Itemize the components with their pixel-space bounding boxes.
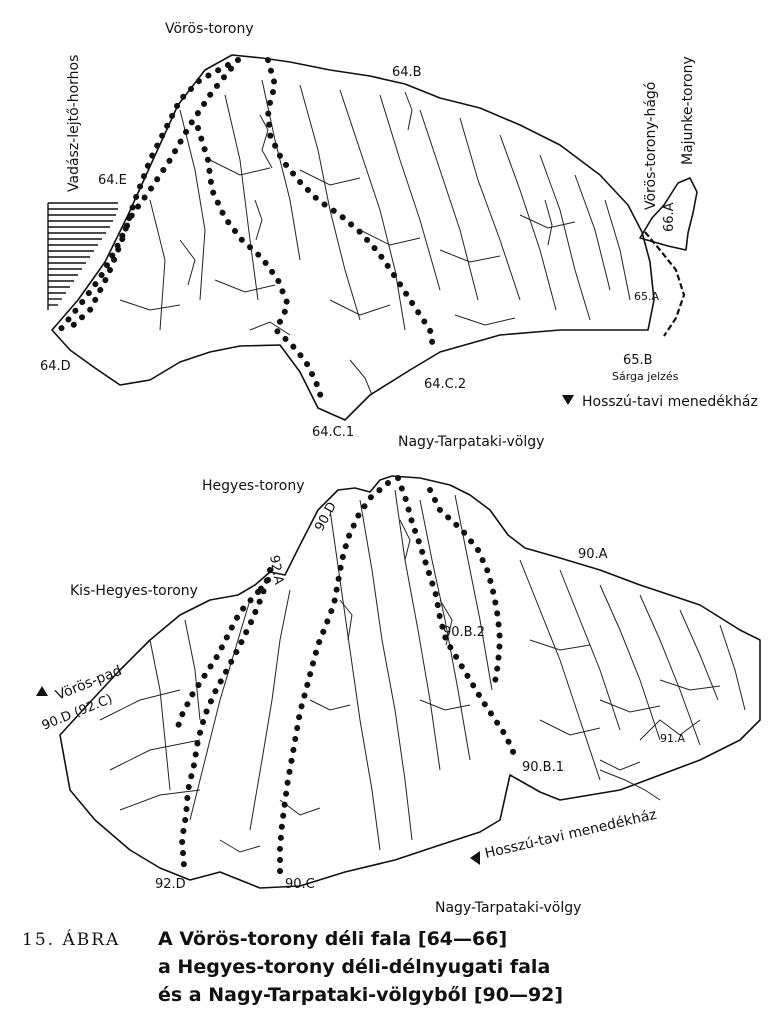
label-sarga-jelzes: Sárga jelzés bbox=[612, 370, 679, 383]
route-90d bbox=[277, 480, 391, 875]
label-hegyes-torony: Hegyes-torony bbox=[202, 478, 305, 494]
route-64e bbox=[57, 57, 241, 333]
label-route-64c2: 64.C.2 bbox=[424, 377, 466, 392]
figure-number: 15. ÁBRA bbox=[22, 930, 121, 950]
route-64c1 bbox=[195, 125, 325, 403]
caption-line-2: a Hegyes-torony déli-délnyugati fala bbox=[158, 956, 551, 978]
voros-pad-triangle-icon bbox=[36, 686, 48, 696]
majunke-torony-outline bbox=[639, 177, 698, 251]
label-route-91a: 91.A bbox=[660, 732, 685, 745]
label-valley-bottom: Nagy-Tarpataki-völgy bbox=[435, 900, 581, 916]
label-route-65a: 65.A bbox=[634, 290, 659, 303]
label-route-64c1: 64.C.1 bbox=[312, 425, 354, 440]
caption-line-3: és a Nagy-Tarpataki-völgyből [90—92] bbox=[158, 984, 564, 1006]
label-route-90a: 90.A bbox=[578, 547, 608, 562]
route-92d bbox=[178, 567, 273, 869]
label-route-66a: 66.A bbox=[662, 202, 677, 232]
label-route-64d: 64.D bbox=[40, 359, 71, 374]
label-route-92d: 92.D bbox=[155, 877, 186, 892]
route-90b2 bbox=[395, 475, 517, 757]
label-route-90d-92c: 90.D (92.C) bbox=[40, 692, 115, 734]
label-hut-top: Hosszú-tavi menedékház bbox=[582, 394, 758, 410]
label-route-92a: 92.A bbox=[266, 554, 286, 586]
hegyes-torony-outline bbox=[59, 475, 761, 889]
label-vadasz-lejto-horhos: Vadász-lejtő-horhos bbox=[66, 55, 82, 192]
label-voros-torony-hago: Vörös-torony-hágó bbox=[643, 82, 659, 210]
label-route-90b2: 90.B.2 bbox=[443, 625, 485, 640]
route-64d bbox=[65, 62, 231, 333]
route-90d-92c bbox=[172, 589, 261, 738]
label-valley-top: Nagy-Tarpataki-völgy bbox=[398, 434, 544, 450]
label-route-64b: 64.B bbox=[392, 65, 422, 80]
rock-texture-bottom bbox=[99, 489, 746, 853]
yellow-trail-65b bbox=[644, 231, 686, 337]
label-route-65b: 65.B bbox=[623, 353, 653, 368]
label-route-90c: 90.C bbox=[285, 877, 315, 892]
label-voros-torony: Vörös-torony bbox=[165, 21, 254, 37]
voros-torony-outline bbox=[51, 54, 655, 421]
label-hut-bottom: Hosszú-tavi menedékház bbox=[483, 807, 658, 862]
label-route-90d: 90.D bbox=[312, 500, 340, 534]
hut-arrow-icon-bottom bbox=[470, 851, 480, 865]
hut-arrow-icon-top bbox=[562, 395, 574, 405]
top-panel: Vörös-torony Vadász-lejtő-horhos Vörös-t… bbox=[40, 21, 758, 450]
bottom-panel: Hegyes-torony Kis-Hegyes-torony Vörös-pa… bbox=[36, 475, 761, 916]
label-kis-hegyes-torony: Kis-Hegyes-torony bbox=[70, 583, 198, 599]
label-route-90b1: 90.B.1 bbox=[522, 760, 564, 775]
hatched-area bbox=[47, 202, 118, 310]
caption-line-1: A Vörös-torony déli fala [64—66] bbox=[158, 928, 508, 950]
route-90b1 bbox=[427, 487, 504, 691]
label-voros-pad: Vörös-pad bbox=[54, 663, 125, 704]
rock-texture-top bbox=[119, 79, 631, 396]
route-64c2 bbox=[264, 57, 437, 355]
label-majunke-torony: Majunke-torony bbox=[680, 56, 696, 165]
route-92a bbox=[252, 577, 271, 599]
label-route-64e: 64.E bbox=[98, 173, 127, 188]
